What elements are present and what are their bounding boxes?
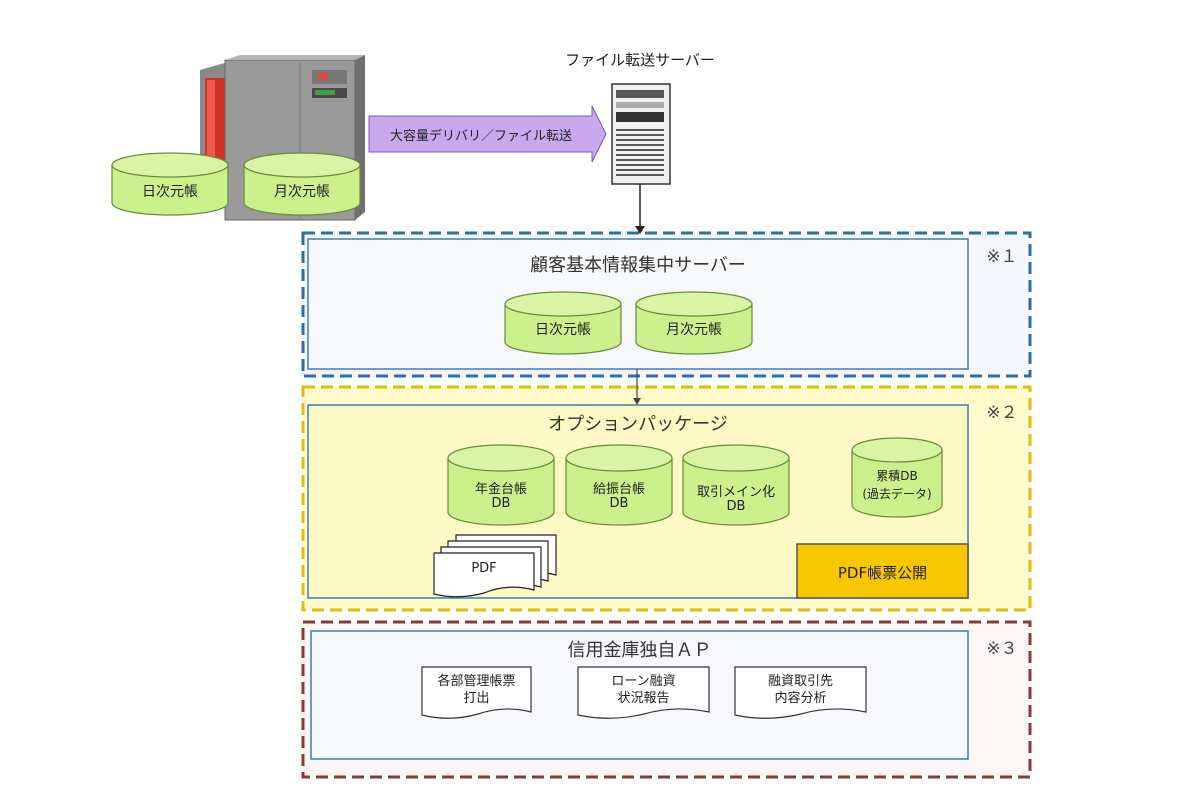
section2-db-label-3b: DB (726, 499, 746, 514)
section3-doc-3 (734, 666, 867, 719)
section3-doc-1 (421, 666, 532, 719)
mainframe-ledger-label-2: 月次元帳 (274, 184, 330, 200)
section1-db-label-2: 月次元帳 (666, 322, 722, 338)
pdf-publish-box (796, 543, 969, 599)
server-to-section1-arrowhead (635, 226, 645, 234)
section3-doc-label-1b: 打出 (463, 691, 490, 706)
section3-doc-label-1a: 各部管理帳票 (437, 674, 516, 689)
section2-db-label-1b: DB (491, 496, 511, 511)
section3-doc-label-3a: 融資取引先 (767, 674, 833, 689)
section2-title: オプションパッケージ (548, 414, 728, 435)
section1-db-1 (504, 291, 622, 355)
section2-db-2 (565, 444, 673, 526)
section2-db-4 (851, 437, 943, 518)
transfer-arrow-label: 大容量デリバリ／ファイル転送 (389, 129, 572, 144)
section1-to-section2-arrowhead (633, 398, 641, 405)
section2-db-3 (682, 444, 790, 526)
mainframe-ledger-db-2 (243, 152, 361, 216)
section2-db-label-4b: (過去データ) (862, 487, 932, 501)
section1-db-2 (635, 291, 753, 355)
section2-db-label-4a: 累積DB (876, 469, 918, 483)
section2-db-label-2a: 給振台帳 (592, 482, 645, 497)
mainframe-ledger-label-1: 日次元帳 (142, 184, 198, 200)
pdf-document-stack (433, 534, 557, 598)
section2-db-1 (447, 444, 555, 526)
section3-doc-label-3b: 内容分析 (774, 691, 827, 706)
pdf-document-label: PDF (471, 561, 497, 576)
transfer-arrow (368, 105, 607, 163)
section1-title: 顧客基本情報集中サーバー (530, 255, 746, 276)
section1-note: ※１ (986, 247, 1018, 267)
section1-db-label-1: 日次元帳 (535, 322, 591, 338)
section2-note: ※２ (986, 403, 1018, 423)
file-server-icon (611, 83, 671, 185)
section3-doc-label-2a: ローン融資 (611, 674, 676, 689)
section3-note: ※３ (986, 639, 1018, 659)
file-server-title: ファイル転送サーバー (565, 51, 715, 69)
mainframe-ledger-db-1 (111, 152, 229, 216)
section2-db-label-2b: DB (609, 496, 629, 511)
section3-doc-2 (577, 666, 710, 719)
pdf-publish-label: PDF帳票公開 (837, 564, 928, 582)
section2-db-label-1a: 年金台帳 (474, 482, 527, 497)
section3-doc-label-2b: 状況報告 (617, 691, 670, 706)
section2-db-label-3a: 取引メイン化 (696, 485, 775, 500)
section3-title: 信用金庫独自ＡＰ (567, 640, 712, 661)
